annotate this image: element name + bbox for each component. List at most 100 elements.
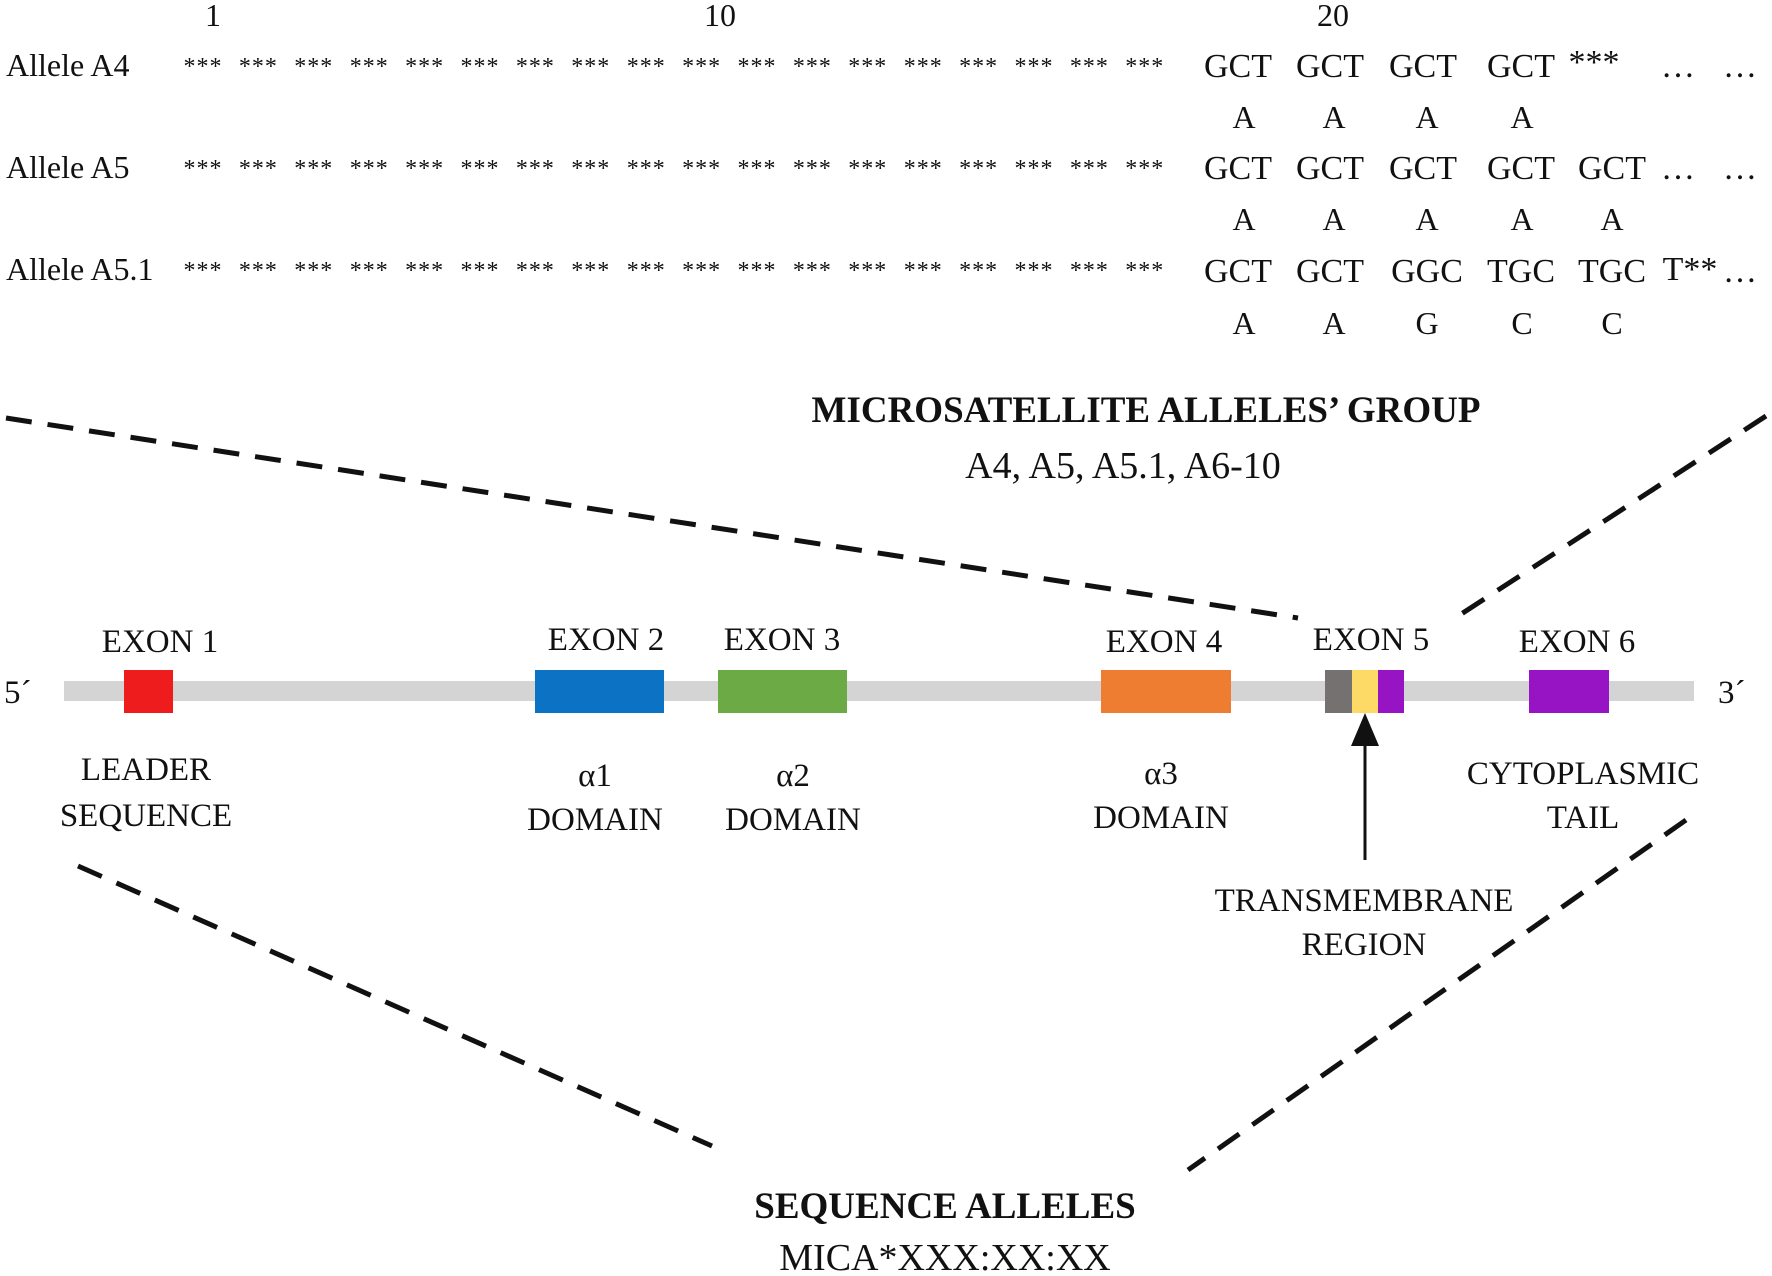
exon-label: EXON 1 xyxy=(102,624,218,660)
codon: GCT xyxy=(1487,150,1555,187)
star-group: *** xyxy=(571,156,610,182)
codon: GCT xyxy=(1296,253,1364,290)
star-group: *** xyxy=(848,258,887,284)
amino-acid: A xyxy=(1232,305,1255,341)
star-group: *** xyxy=(405,258,444,284)
ellipsis: … xyxy=(1723,253,1757,290)
star-group: *** xyxy=(793,258,832,284)
zoom-guide-lines xyxy=(5,413,1768,1173)
exon-label: EXON 4 xyxy=(1106,624,1222,660)
star-group: *** xyxy=(959,156,998,182)
region-label: TAIL xyxy=(1547,800,1620,836)
codon: GCT xyxy=(1389,150,1457,187)
star-group: *** xyxy=(405,54,444,80)
star-group: *** xyxy=(239,258,278,284)
star-group: *** xyxy=(350,54,389,80)
exon-1-block xyxy=(124,670,173,713)
region-label: LEADER xyxy=(81,752,211,788)
star-group: *** xyxy=(959,258,998,284)
star-group: *** xyxy=(350,258,389,284)
identical-positions: *** *** *** *** *** *** *** *** *** *** *** *** *** *… xyxy=(184,54,1164,284)
allele-name: Allele A5.1 xyxy=(6,251,154,287)
star-group: *** xyxy=(904,258,943,284)
star-group: *** xyxy=(1015,156,1054,182)
exon-label: EXON 2 xyxy=(548,622,664,658)
star-group: *** xyxy=(1070,258,1109,284)
five-prime-label: 5´ xyxy=(4,675,32,711)
region-label: DOMAIN xyxy=(1093,800,1229,836)
amino-acid: A xyxy=(1510,201,1533,237)
ellipsis: … xyxy=(1723,150,1757,187)
sequence-alleles-subtitle: MICA*XXX:XX:XX xyxy=(779,1237,1110,1276)
exon-2-block xyxy=(535,670,664,713)
codon: TGC xyxy=(1578,253,1646,290)
star-group: *** xyxy=(239,54,278,80)
star-group: *** xyxy=(793,54,832,80)
amino-acid: A xyxy=(1415,201,1438,237)
codon-stars: *** xyxy=(1569,44,1620,81)
star-group: *** xyxy=(959,54,998,80)
ellipsis: … xyxy=(1661,150,1695,187)
star-group: *** xyxy=(239,156,278,182)
sequence-alleles-title: SEQUENCE ALLELES xyxy=(754,1186,1135,1227)
amino-acid: A xyxy=(1232,99,1255,135)
amino-acid: G xyxy=(1415,305,1438,341)
amino-acid: C xyxy=(1511,305,1532,341)
star-group: *** xyxy=(682,258,721,284)
region-label: TRANSMEMBRANE xyxy=(1215,883,1514,919)
gene-backbone xyxy=(64,681,1694,701)
allele-name: Allele A5 xyxy=(6,149,130,185)
amino-acid: A xyxy=(1415,99,1438,135)
amino-acid: A xyxy=(1322,99,1345,135)
star-group: *** xyxy=(682,156,721,182)
star-group: *** xyxy=(1125,54,1164,80)
star-group: *** xyxy=(461,258,500,284)
star-group: *** xyxy=(1070,54,1109,80)
star-group: *** xyxy=(1125,258,1164,284)
star-group: *** xyxy=(1015,258,1054,284)
amino-acid: A xyxy=(1322,305,1345,341)
three-prime-label: 3´ xyxy=(1718,675,1746,711)
codon: GCT xyxy=(1578,150,1646,187)
microsatellite-subtitle: A4, A5, A5.1, A6-10 xyxy=(965,445,1281,487)
transmembrane-arrow-icon xyxy=(1351,713,1379,860)
star-group: *** xyxy=(405,156,444,182)
region-label: DOMAIN xyxy=(725,802,861,838)
exon-label: EXON 3 xyxy=(724,622,840,658)
exon-label: EXON 5 xyxy=(1313,622,1429,658)
allele-name: Allele A4 xyxy=(6,47,130,83)
star-group: *** xyxy=(461,54,500,80)
position-1: 1 xyxy=(205,0,221,33)
region-label: α2 xyxy=(776,758,810,794)
exon-label: EXON 6 xyxy=(1519,624,1635,660)
amino-acid: A xyxy=(1600,201,1623,237)
amino-acid: A xyxy=(1232,201,1255,237)
star-group: *** xyxy=(904,54,943,80)
star-group: *** xyxy=(294,258,333,284)
star-group: *** xyxy=(461,156,500,182)
amino-acid: C xyxy=(1601,305,1622,341)
codon: GGC xyxy=(1391,253,1463,290)
codon: GCT xyxy=(1487,48,1555,85)
exon-3-block xyxy=(718,670,847,713)
position-10: 10 xyxy=(704,0,736,33)
star-group: *** xyxy=(738,156,777,182)
region-label: α3 xyxy=(1144,756,1178,792)
exon-6-block xyxy=(1529,670,1609,713)
exon-5-block-segment xyxy=(1352,670,1378,713)
star-group: *** xyxy=(184,258,223,284)
codon: GCT xyxy=(1204,48,1272,85)
codon: T** xyxy=(1663,251,1718,288)
star-group: *** xyxy=(516,156,555,182)
star-group: *** xyxy=(294,54,333,80)
region-label: CYTOPLASMIC xyxy=(1467,756,1699,792)
ellipsis: … xyxy=(1723,48,1757,85)
star-group: *** xyxy=(627,156,666,182)
codon: GCT xyxy=(1296,48,1364,85)
exon-5-block-segment xyxy=(1378,670,1404,713)
star-group: *** xyxy=(184,156,223,182)
star-group: *** xyxy=(516,258,555,284)
codon: GCT xyxy=(1204,253,1272,290)
star-group: *** xyxy=(848,156,887,182)
star-group: *** xyxy=(571,54,610,80)
